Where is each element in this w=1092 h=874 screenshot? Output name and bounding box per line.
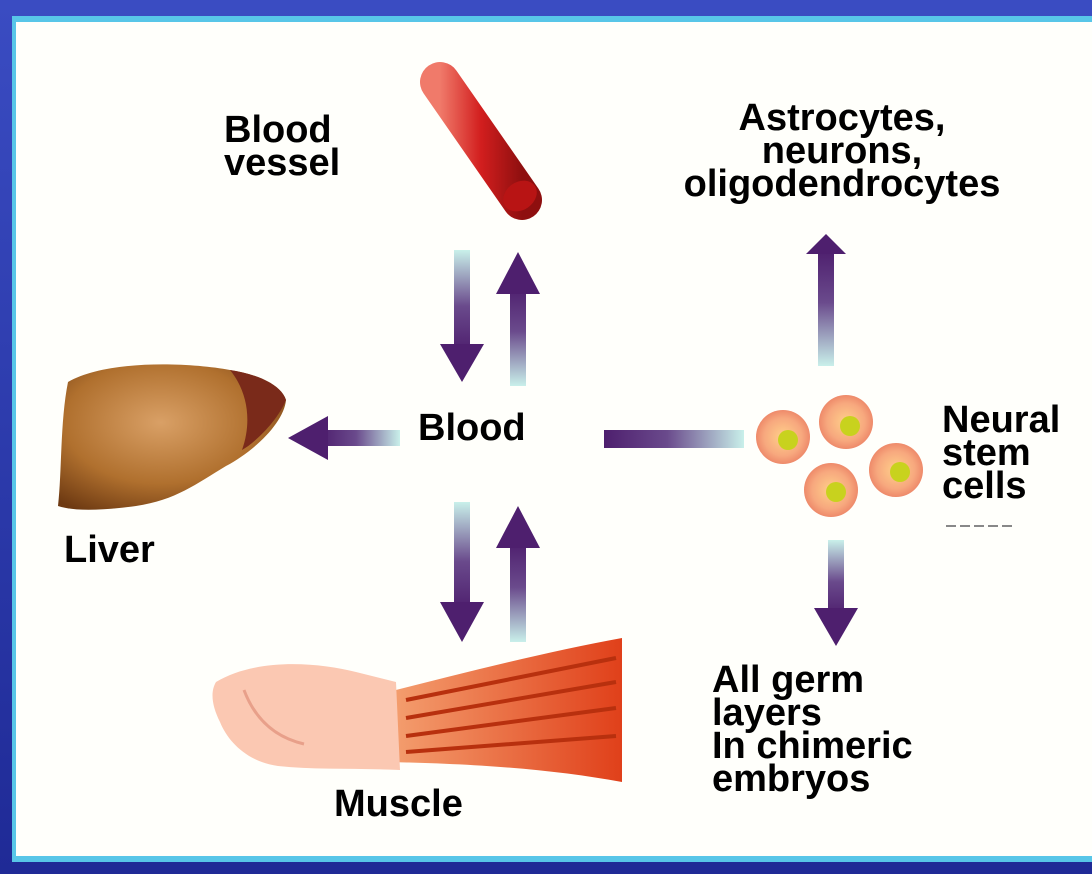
arrow-stem-cells-to-blood	[604, 430, 744, 448]
label-liver: Liver	[64, 534, 155, 567]
label-neural-stem-cells: Neural stem cells	[942, 404, 1060, 503]
arrow-stem-cells-to-astrocytes	[806, 234, 846, 366]
neural-stem-cells-icon	[756, 395, 923, 517]
arrow-stem-cells-to-germ-layers	[814, 540, 858, 646]
arrow-muscle-to-blood	[496, 506, 540, 642]
label-germ-layers: All germ layers In chimeric embryos	[712, 664, 913, 796]
arrow-blood-to-vessel	[496, 252, 540, 386]
label-blood: Blood	[418, 412, 526, 445]
muscle-icon	[213, 638, 622, 782]
blood-vessel-icon	[440, 82, 543, 218]
arrow-blood-to-liver	[288, 416, 400, 460]
label-muscle: Muscle	[334, 788, 463, 821]
arrow-blood-to-muscle	[440, 502, 484, 642]
arrow-vessel-to-blood	[440, 250, 484, 382]
label-astrocytes: Astrocytes, neurons, oligodendrocytes	[622, 102, 1062, 201]
label-blood-vessel: Blood vessel	[224, 114, 340, 180]
liver-icon	[58, 364, 286, 509]
diagram-panel: Blood vessel Astrocytes, neurons, oligod…	[12, 16, 1092, 862]
